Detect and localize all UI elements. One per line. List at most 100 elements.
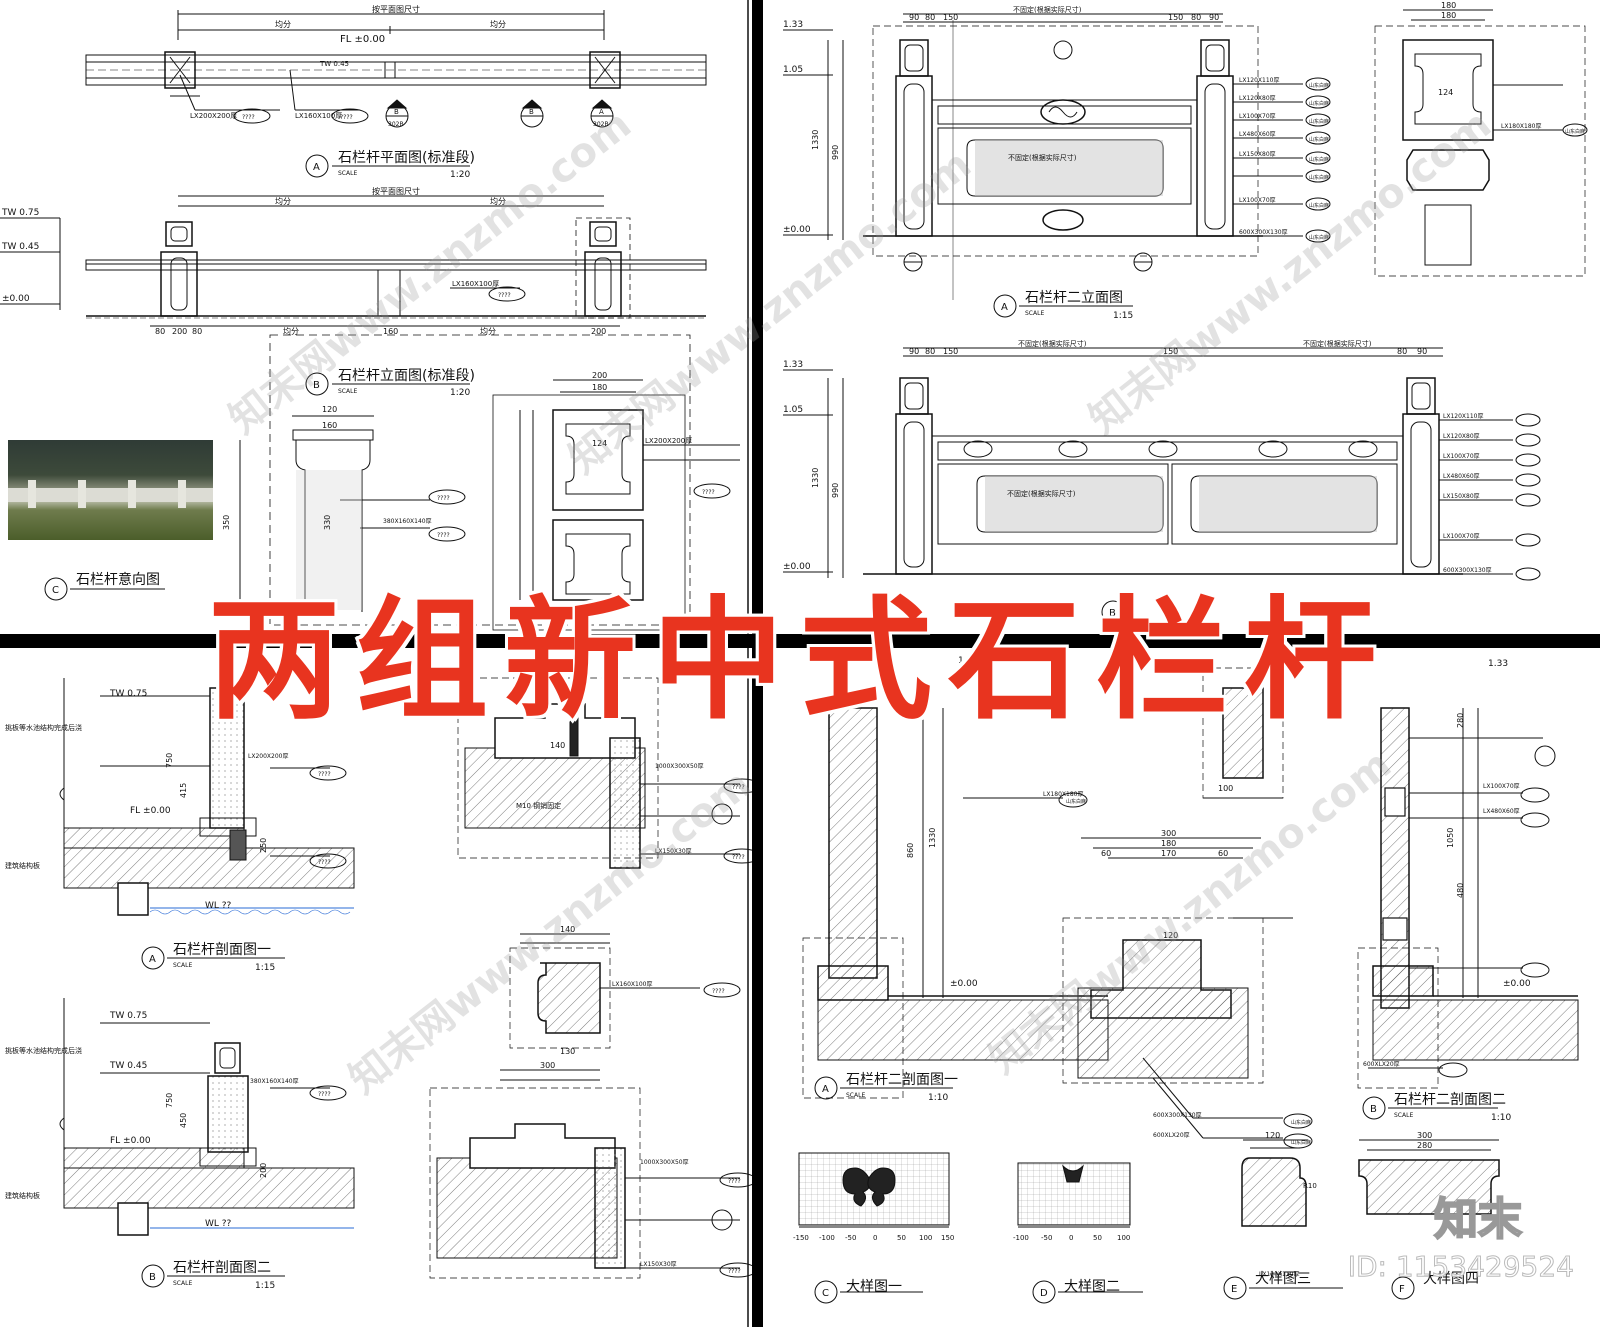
elev-scale: 1:20 bbox=[450, 388, 470, 398]
br-label-lx480: LX480X60厚 bbox=[1483, 808, 1520, 815]
tr-stone-0: 山东白麻 bbox=[1309, 82, 1329, 89]
bl-sec1-letter: A bbox=[149, 954, 156, 965]
bl-tw045: TW 0.45 bbox=[109, 1061, 147, 1071]
elev-q: ???? bbox=[498, 292, 511, 299]
bl-dim-200: 200 bbox=[259, 1163, 268, 1178]
drawing-top-left: 按平面图尺寸 均分 均分 FL ±0.00 TW 0.45 LX200X200厚… bbox=[0, 0, 749, 634]
tr-dim-90: 90 bbox=[909, 13, 919, 22]
bl-q5: ???? bbox=[712, 988, 725, 995]
tr-label-1: LX120X80厚 bbox=[1239, 95, 1276, 102]
br-axis-2: -50 bbox=[845, 1234, 856, 1242]
br-label-lx180: LX180X180厚 bbox=[1043, 791, 1083, 798]
bl-sec2-scale: 1:15 bbox=[255, 1281, 275, 1291]
bl-q7: ???? bbox=[728, 1178, 741, 1185]
elev-dim-even-3: 均分 bbox=[283, 326, 299, 336]
plan-lx160-label: LX160X100厚 bbox=[295, 112, 342, 120]
section-dim-200: 200 bbox=[592, 371, 607, 380]
tr-side-stone: 山东白麻 bbox=[1565, 128, 1585, 135]
br-d3-title: 大样图三 bbox=[1255, 1271, 1311, 1287]
br-dim-120: 120 bbox=[1163, 931, 1178, 940]
br-axis2-5: 100 bbox=[1117, 1234, 1130, 1242]
post-dim-160: 160 bbox=[322, 421, 337, 430]
tr-dim-150: 150 bbox=[943, 13, 958, 22]
bl-q3: ???? bbox=[732, 784, 745, 791]
drawing-bottom-left: TW 0.75 挑板等水池结构完成后浇 FL ±0.00 建筑结构板 WL ??… bbox=[5, 648, 752, 1327]
post-q2: ???? bbox=[437, 532, 450, 539]
plan-lx200-label: LX200X200厚 bbox=[190, 112, 237, 120]
bl-q4: ???? bbox=[732, 854, 745, 861]
plan-dim-even-2: 均分 bbox=[490, 19, 506, 29]
sheet-top-right: 1.33 1.05 ±0.00 90 80 150 150 80 90 不固定(… bbox=[763, 0, 1600, 634]
tr-label-4: LX150X80厚 bbox=[1239, 151, 1276, 158]
tr-label-0: LX120X110厚 bbox=[1239, 77, 1279, 84]
elev-dim-even-2: 均分 bbox=[490, 196, 506, 206]
br-axis-3: 0 bbox=[873, 1234, 877, 1242]
tr-label-2: LX100X70厚 bbox=[1239, 113, 1276, 120]
tr2-dim-990: 990 bbox=[831, 483, 840, 498]
tr-stone-2: 山东白麻 bbox=[1309, 118, 1329, 125]
plan-q2: ???? bbox=[340, 114, 353, 121]
elev-dim-even-4: 均分 bbox=[480, 326, 496, 336]
bl-wl: WL ?? bbox=[205, 901, 232, 911]
tr-stone-4: 山东白麻 bbox=[1309, 156, 1329, 163]
plan-scale-label: SCALE bbox=[338, 170, 357, 177]
tr2-label-5: LX100X70厚 bbox=[1443, 533, 1480, 540]
post-dim-330: 330 bbox=[323, 515, 332, 530]
bl-dim-750b: 750 bbox=[165, 1093, 174, 1108]
reference-photo bbox=[8, 440, 213, 540]
tr2-lvl000: ±0.00 bbox=[783, 562, 811, 572]
sheet-top-left: 按平面图尺寸 均分 均分 FL ±0.00 TW 0.45 LX200X200厚… bbox=[0, 0, 752, 634]
br-dim-480: 480 bbox=[1456, 883, 1465, 898]
br-dim-300: 300 bbox=[1161, 829, 1176, 838]
watermark-logo: 知末 bbox=[1433, 1193, 1523, 1246]
br-axis2-1: -100 bbox=[1013, 1234, 1029, 1242]
tr-dim-90b: 90 bbox=[1209, 13, 1219, 22]
br-dim-1330: 1330 bbox=[928, 828, 937, 848]
plan-letter: A bbox=[313, 162, 320, 173]
br-dim-60: 60 bbox=[1101, 849, 1111, 858]
bl-sec2-letter: B bbox=[149, 1272, 156, 1283]
tr-dim-80: 80 bbox=[925, 13, 935, 22]
plan-title: 石栏杆平面图(标准段) bbox=[338, 150, 475, 166]
tr-elev1-scale-label: SCALE bbox=[1025, 310, 1044, 317]
section-lx200: LX200X200厚 bbox=[645, 437, 692, 445]
bl-lx160: LX160X100厚 bbox=[612, 981, 652, 988]
tr-stone-1: 山东白麻 bbox=[1309, 100, 1329, 107]
bl-sec2-scale-label: SCALE bbox=[173, 1280, 192, 1287]
br-sec1-title: 石栏杆二剖面图一 bbox=[846, 1072, 958, 1088]
elev-dim-2: 80 bbox=[192, 327, 202, 336]
bl-dim-450: 450 bbox=[179, 1113, 188, 1128]
bl-q1: ???? bbox=[318, 771, 331, 778]
tr-label-3: LX480X60厚 bbox=[1239, 131, 1276, 138]
br-d4-letter: F bbox=[1399, 1284, 1405, 1295]
br-label-600x300: 600X300X130厚 bbox=[1153, 1112, 1202, 1119]
tr-stone-6: 山东白麻 bbox=[1309, 202, 1329, 209]
br-d3-r10: R10 bbox=[1303, 1182, 1317, 1190]
tr2-label-0: LX120X110厚 bbox=[1443, 413, 1483, 420]
tr2-label-2: LX100X70厚 bbox=[1443, 453, 1480, 460]
bl-slab: 1000X300X50厚 bbox=[655, 763, 704, 770]
br-sec1-letter: A bbox=[822, 1084, 829, 1095]
post-lx380: 380X160X140厚 bbox=[383, 518, 432, 525]
bl-dim-140b: 140 bbox=[560, 925, 575, 934]
bl-wl-2: WL ?? bbox=[205, 1219, 232, 1229]
tr2-label-4: LX150X80厚 bbox=[1443, 493, 1480, 500]
tr-dim-1330: 1330 bbox=[811, 130, 820, 150]
bl-note2-2: 建筑结构板 bbox=[5, 1191, 40, 1200]
elev-title: 石栏杆立面图(标准段) bbox=[338, 368, 475, 384]
bl-note2: 建筑结构板 bbox=[5, 861, 40, 870]
elev-dim-0: 80 bbox=[155, 327, 165, 336]
br-lvl133: 1.33 bbox=[958, 656, 978, 666]
drawing-top-right: 1.33 1.05 ±0.00 90 80 150 150 80 90 不固定(… bbox=[783, 1, 1588, 624]
sheet-bottom-left: TW 0.75 挑板等水池结构完成后浇 FL ±0.00 建筑结构板 WL ??… bbox=[0, 648, 752, 1327]
tr2-label-3: LX480X60厚 bbox=[1443, 473, 1480, 480]
tr-lvl133: 1.33 bbox=[783, 20, 803, 30]
br-sec2-scale-label: SCALE bbox=[1394, 1112, 1413, 1119]
post-q1: ???? bbox=[437, 495, 450, 502]
tr2-lvl133: 1.33 bbox=[783, 360, 803, 370]
elev-dim-4: 200 bbox=[591, 327, 606, 336]
plan-sym-302b-2: 302B bbox=[593, 121, 609, 128]
bl-sec1-scale: 1:15 bbox=[255, 963, 275, 973]
tr2-uncertain: 不固定(根据实际尺寸) bbox=[1018, 339, 1087, 348]
bl-dim-415: 415 bbox=[179, 783, 188, 798]
